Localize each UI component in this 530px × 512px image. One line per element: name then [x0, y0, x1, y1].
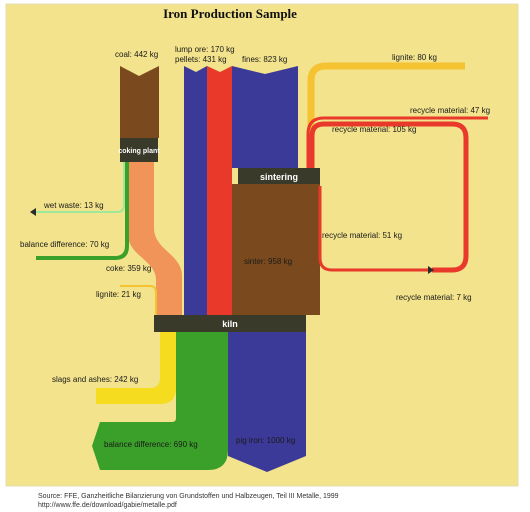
label-recycle-51: recycle material: 51 kg — [322, 231, 402, 240]
kiln-label: kiln — [222, 319, 238, 329]
wet-waste-arrowhead — [30, 208, 36, 216]
label-recycle-47: recycle material: 47 kg — [410, 106, 490, 115]
source-url: http://www.ffe.de/download/gabie/metalle… — [38, 502, 177, 509]
label-fines: fines: 823 kg — [242, 55, 287, 64]
flow-recycle-47 — [306, 116, 488, 168]
diagram-title: Iron Production Sample — [163, 6, 297, 21]
label-balance-690: balance difference: 690 kg — [104, 440, 198, 449]
flow-recycle-51 — [318, 186, 428, 272]
flow-lump-ore — [184, 66, 207, 315]
recycle-7-arrowhead — [428, 266, 434, 274]
label-recycle-7: recycle material: 7 kg — [396, 293, 472, 302]
label-coal: coal: 442 kg — [115, 50, 158, 59]
flow-coke — [128, 162, 182, 315]
flow-slags-and-ashes — [96, 332, 176, 404]
label-pig-iron: pig iron: 1000 kg — [236, 436, 295, 445]
flow-recycle-105 — [309, 121, 469, 273]
coking-plant-node — [120, 138, 158, 162]
flow-balance-difference-690 — [92, 332, 228, 470]
label-wet-waste: wet waste: 13 kg — [43, 201, 104, 210]
flow-lignite-21 — [120, 285, 157, 315]
flow-sinter — [232, 184, 320, 315]
flow-fines — [232, 66, 298, 168]
kiln-node — [154, 315, 306, 332]
label-lignite-21: lignite: 21 kg — [96, 290, 141, 299]
flow-wet-waste — [36, 162, 125, 213]
flow-balance-difference-70 — [36, 162, 129, 260]
flow-coal — [120, 66, 159, 138]
flow-pig-iron — [228, 332, 306, 472]
source-citation: Source: FFE, Ganzheitliche Bilanzierung … — [38, 493, 339, 500]
label-pellets: pellets: 431 kg — [175, 55, 227, 64]
sintering-node — [238, 168, 320, 184]
label-lump-ore: lump ore: 170 kg — [175, 45, 235, 54]
label-coke: coke: 359 kg — [106, 264, 151, 273]
label-balance-70: balance difference: 70 kg — [20, 240, 109, 249]
label-sinter: sinter: 958 kg — [244, 257, 292, 266]
label-lignite-80: lignite: 80 kg — [392, 53, 437, 62]
label-recycle-105: recycle material: 105 kg — [332, 125, 416, 134]
flow-lignite-80 — [307, 62, 465, 168]
flow-pellets — [207, 66, 232, 315]
coking-plant-label: coking plant — [118, 148, 160, 155]
label-slags-and-ashes: slags and ashes: 242 kg — [52, 375, 138, 384]
sintering-label: sintering — [260, 172, 298, 182]
